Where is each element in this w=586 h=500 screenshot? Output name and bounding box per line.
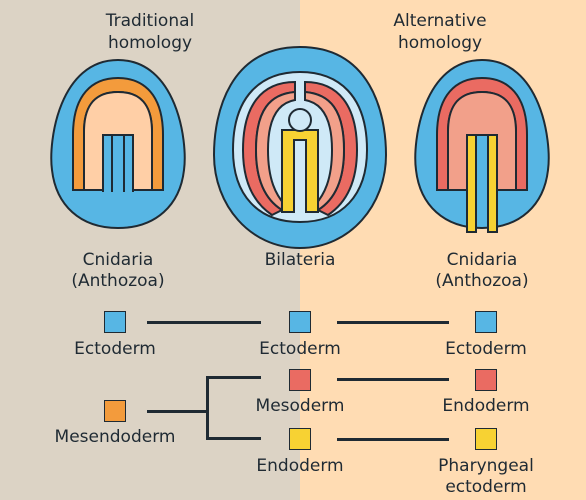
- left-cnidaria-embryo: [51, 60, 184, 228]
- left-organism-label-line2: (Anthozoa): [58, 271, 178, 292]
- mesendoderm-square: [104, 400, 126, 422]
- endoderm-pharyngeal-connector: [337, 438, 449, 441]
- left-ectoderm-square: [104, 311, 126, 333]
- right-organism-label-line2: (Anthozoa): [422, 271, 542, 292]
- left-ectoderm-label: Ectoderm: [65, 339, 165, 360]
- right-ectoderm-label: Ectoderm: [436, 339, 536, 360]
- traditional-heading-line1: Traditional: [100, 10, 200, 32]
- center-ectoderm-label: Ectoderm: [250, 339, 350, 360]
- alternative-heading-line2: homology: [390, 32, 490, 54]
- mesendoderm-branch-lower: [206, 437, 261, 440]
- mesendoderm-stem-line: [147, 410, 209, 413]
- alternative-heading-line1: Alternative: [390, 10, 490, 32]
- center-endoderm-square: [289, 428, 311, 450]
- center-organism-label: Bilateria: [250, 250, 350, 271]
- ectoderm-connector-left: [147, 321, 261, 324]
- right-cnidaria-embryo: [415, 60, 548, 232]
- center-ectoderm-square: [289, 311, 311, 333]
- mesoderm-endoderm-connector: [337, 378, 449, 381]
- mesendoderm-branch-vertical: [206, 376, 209, 440]
- left-organism-label-line1: Cnidaria: [58, 250, 178, 271]
- right-ectoderm-square: [475, 311, 497, 333]
- right-pharyngeal-square: [475, 428, 497, 450]
- center-mesoderm-label: Mesoderm: [250, 396, 350, 417]
- center-endoderm-label: Endoderm: [250, 456, 350, 477]
- right-endoderm-square: [475, 369, 497, 391]
- right-endoderm-label: Endoderm: [436, 396, 536, 417]
- bilateria-embryo: [214, 47, 386, 248]
- ectoderm-connector-right: [337, 321, 449, 324]
- right-pharyngeal-label-line1: Pharyngeal: [430, 456, 542, 477]
- right-pharyngeal-label-line2: ectoderm: [430, 477, 542, 498]
- mesendoderm-label: Mesendoderm: [50, 427, 180, 448]
- right-organism-label-line1: Cnidaria: [422, 250, 542, 271]
- mesendoderm-branch-upper: [206, 376, 261, 379]
- center-mesoderm-square: [289, 369, 311, 391]
- traditional-heading-line2: homology: [100, 32, 200, 54]
